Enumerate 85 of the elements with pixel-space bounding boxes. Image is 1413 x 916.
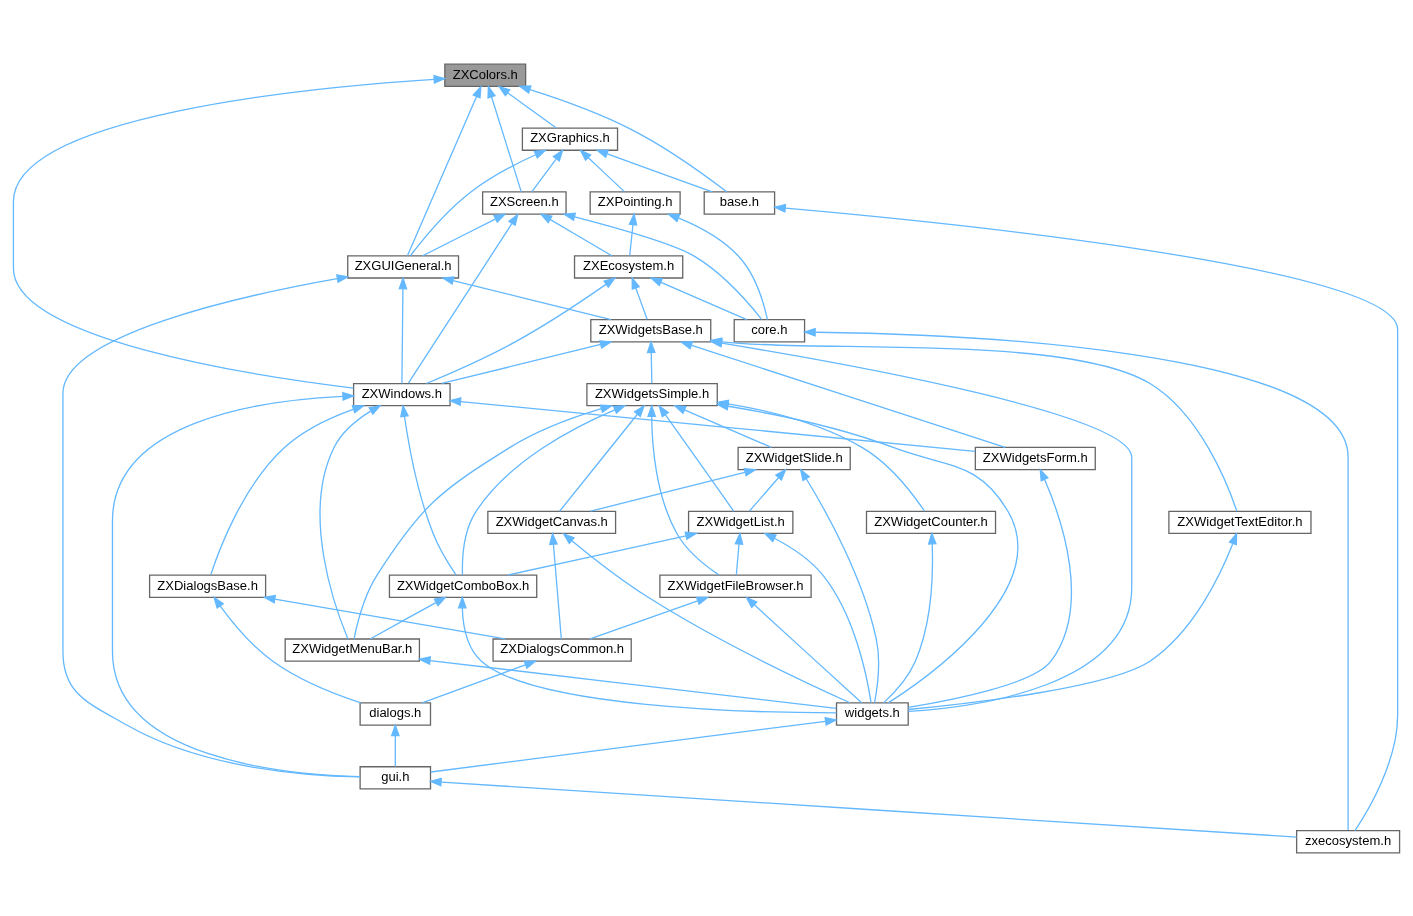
arrow [763, 532, 872, 703]
arrow [715, 401, 1019, 704]
arrow [745, 595, 863, 703]
arrow [558, 404, 646, 512]
node-box: ZXDialogsBase.h [148, 574, 267, 598]
arrow [673, 404, 772, 448]
arrow [666, 213, 769, 320]
arrow [646, 339, 656, 384]
node-box: ZXWidgetComboBox.h [388, 574, 538, 598]
arrow [539, 212, 613, 256]
arrow [799, 467, 880, 703]
arrow [507, 530, 699, 576]
arrow [398, 275, 408, 384]
arrow [428, 777, 1298, 838]
arrow [772, 203, 1399, 831]
arrow [562, 211, 763, 320]
arrow [457, 594, 837, 714]
node-box: ZXGraphics.h [521, 126, 619, 151]
arrow [111, 391, 361, 777]
arrow [589, 596, 710, 640]
node-box: ZXWidgetSlide.h [737, 446, 851, 470]
arrow [12, 74, 447, 389]
node-box: ZXWidgetCounter.h [865, 510, 997, 534]
arrow [487, 84, 522, 193]
arrow [548, 531, 562, 640]
node-box: widgets.h [835, 701, 909, 726]
arrow [907, 467, 1072, 708]
arrow [647, 403, 720, 575]
node-box: ZXWidgetCanvas.h [487, 510, 617, 534]
arrow [562, 532, 851, 703]
arrow [262, 594, 506, 640]
node-box: ZXScreen.h [482, 190, 567, 215]
arrow [531, 148, 564, 192]
arrow [440, 275, 612, 320]
arrow [430, 716, 838, 773]
node-box: ZXWidgetsSimple.h [586, 382, 718, 406]
node-box: ZXWidgetTextEditor.h [1168, 510, 1312, 534]
arrow [679, 340, 1006, 448]
arrow [631, 275, 648, 320]
arrow [390, 722, 400, 767]
arrow [497, 84, 557, 129]
node-box: ZXDialogsCommon.h [492, 637, 632, 662]
arrow [421, 212, 507, 256]
node-box: ZXWidgetList.h [687, 510, 794, 534]
arrow [407, 212, 519, 384]
node-box: core.h [733, 318, 806, 342]
arrow [517, 84, 728, 192]
arrow [406, 84, 482, 256]
node-box: ZXWidgetsForm.h [974, 446, 1096, 470]
arrow [210, 404, 366, 575]
arrow [907, 531, 1238, 710]
arrow [734, 531, 744, 575]
arrow [658, 403, 735, 512]
arrow [409, 149, 548, 256]
node-box: zxecosystem.h [1296, 829, 1401, 853]
arrow [369, 595, 448, 640]
node-box: ZXGUIGeneral.h [347, 254, 460, 279]
arrow [590, 467, 758, 512]
arrow [649, 276, 748, 320]
node-box: dialogs.h [359, 701, 432, 726]
node-box: gui.h [359, 765, 432, 790]
node-box: ZXWidgetFileBrowser.h [659, 574, 812, 598]
arrow [579, 148, 625, 192]
node-box: ZXPointing.h [589, 190, 681, 215]
node-box: ZXWindows.h [352, 382, 451, 406]
arrow [628, 211, 638, 256]
arrow [802, 327, 1349, 831]
arrow [213, 595, 362, 703]
arrow [425, 276, 617, 384]
arrow [748, 467, 787, 512]
arrow [421, 660, 538, 703]
arrow [319, 404, 382, 640]
arrow [417, 655, 837, 709]
node-box: base.h [703, 190, 776, 215]
arrow [62, 273, 361, 778]
arrow [883, 531, 937, 704]
arrow [400, 403, 457, 576]
arrow [441, 339, 613, 384]
arrow [353, 403, 614, 639]
node-box: ZXEcosystem.h [573, 254, 684, 279]
node-box: ZXWidgetsBase.h [590, 318, 712, 342]
node-box: ZXColors.h [444, 63, 527, 87]
arrow [461, 404, 627, 576]
node-box: ZXWidgetMenuBar.h [284, 637, 421, 662]
arrow [595, 149, 713, 193]
